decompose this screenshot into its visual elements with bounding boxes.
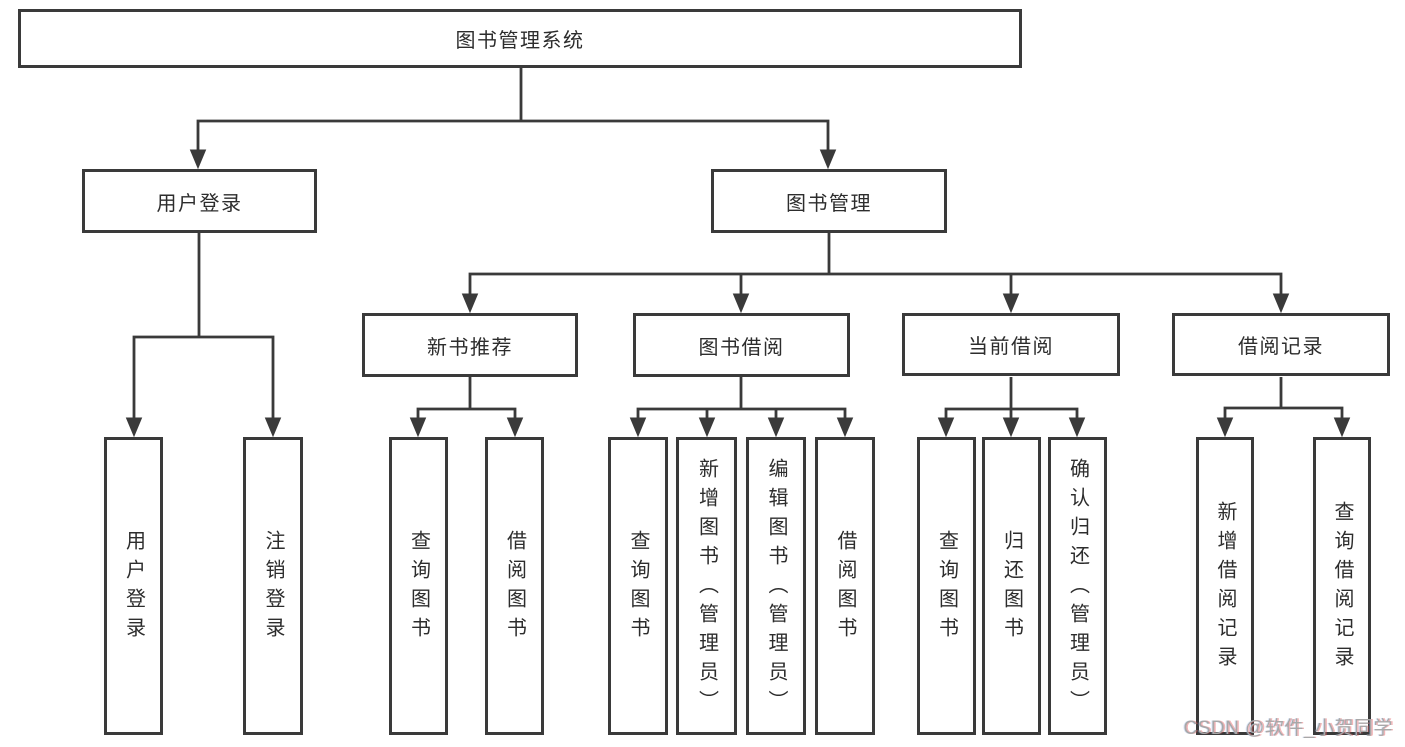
- leaf-user-login-label: 用户登录: [122, 530, 145, 646]
- node-book-management: 图书管理: [711, 169, 947, 233]
- leaf-add-book-admin-label: 新增图书（管理员）: [695, 457, 718, 719]
- node-root: 图书管理系统: [18, 9, 1022, 68]
- node-book-borrow: 图书借阅: [633, 313, 850, 377]
- leaf-return-book-label: 归还图书: [1000, 530, 1023, 646]
- leaf-return-book: 归还图书: [982, 437, 1041, 735]
- leaf-borrow-books-label: 借阅图书: [834, 530, 856, 646]
- leaf-confirm-return-admin-label: 确认归还（管理员）: [1066, 457, 1089, 719]
- leaf-edit-book-admin-label: 编辑图书（管理员）: [765, 457, 787, 719]
- leaf-borrow-books-recommend-label: 借阅图书: [503, 530, 526, 646]
- leaf-query-books-recommend-label: 查询图书: [407, 530, 430, 646]
- leaf-add-borrow-record: 新增借阅记录: [1196, 437, 1254, 735]
- node-new-book-recommend: 新书推荐: [362, 313, 578, 377]
- node-new-book-recommend-label: 新书推荐: [427, 336, 513, 359]
- leaf-user-login: 用户登录: [104, 437, 163, 735]
- leaf-query-books-current-label: 查询图书: [935, 530, 958, 646]
- leaf-edit-book-admin: 编辑图书（管理员）: [746, 437, 806, 735]
- node-borrow-records: 借阅记录: [1172, 313, 1390, 376]
- leaf-confirm-return-admin: 确认归还（管理员）: [1048, 437, 1107, 735]
- node-user-login-label: 用户登录: [156, 192, 243, 215]
- node-user-login: 用户登录: [82, 169, 317, 233]
- leaf-logout-label: 注销登录: [262, 530, 284, 646]
- leaf-query-borrow-record: 查询借阅记录: [1313, 437, 1371, 735]
- node-current-borrow: 当前借阅: [902, 313, 1120, 376]
- node-root-label: 图书管理系统: [455, 30, 585, 52]
- node-borrow-records-label: 借阅记录: [1238, 336, 1324, 358]
- leaf-add-book-admin: 新增图书（管理员）: [676, 437, 737, 735]
- csdn-watermark: CSDN @软件_小贺同学: [1183, 718, 1393, 739]
- node-book-borrow-label: 图书借阅: [698, 336, 785, 359]
- leaf-query-books-recommend: 查询图书: [389, 437, 448, 735]
- leaf-query-books-current: 查询图书: [917, 437, 976, 735]
- leaf-add-borrow-record-label: 新增借阅记录: [1214, 501, 1236, 675]
- node-current-borrow-label: 当前借阅: [968, 336, 1054, 358]
- leaf-query-books-borrow: 查询图书: [608, 437, 668, 735]
- leaf-logout: 注销登录: [243, 437, 303, 735]
- node-book-management-label: 图书管理: [786, 192, 872, 215]
- leaf-borrow-books-recommend: 借阅图书: [485, 437, 544, 735]
- leaf-borrow-books: 借阅图书: [815, 437, 875, 735]
- leaf-query-borrow-record-label: 查询借阅记录: [1331, 501, 1353, 675]
- leaf-query-books-borrow-label: 查询图书: [627, 530, 649, 646]
